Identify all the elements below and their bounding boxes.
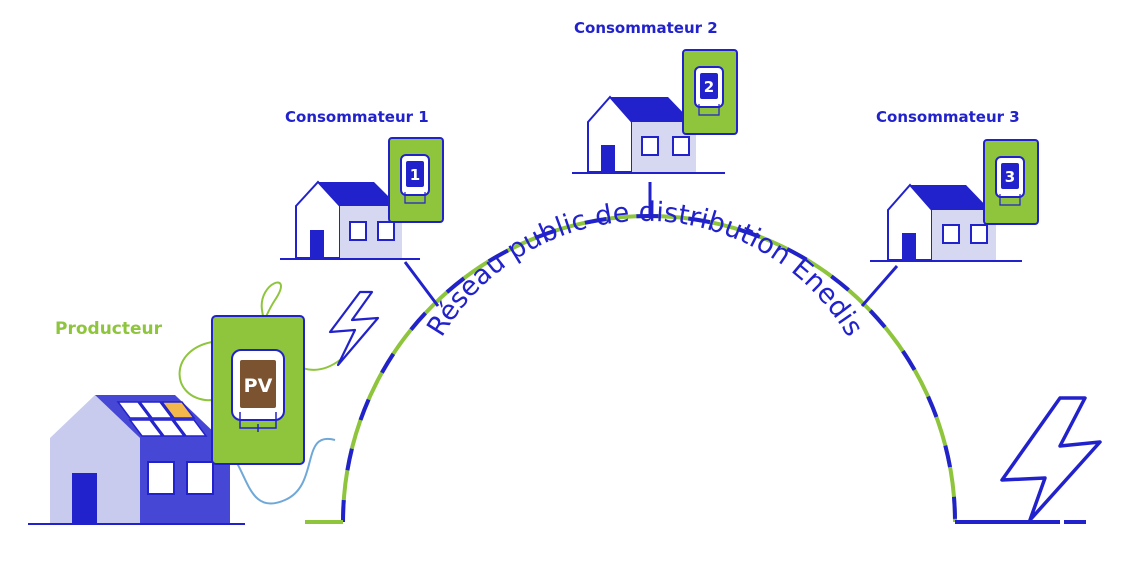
house-icon (870, 183, 1022, 262)
consumer-2-label: Consommateur 2 (574, 19, 718, 37)
consumer-3-label: Consommateur 3 (876, 108, 1020, 126)
consumer-1-meter-number: 1 (410, 166, 420, 184)
electric-meter-icon: 3 (983, 139, 1039, 225)
consumer-1-label: Consommateur 1 (285, 108, 429, 126)
consumer-3-connection (860, 265, 899, 307)
electric-meter-icon: 2 (682, 49, 738, 135)
solar-panel-icon (116, 401, 208, 437)
consumer-2-meter-number: 2 (704, 78, 714, 96)
producer-meter-text: PV (244, 375, 273, 397)
house-icon (280, 180, 420, 260)
lightning-bolt-icon (1000, 396, 1102, 522)
house-icon (572, 95, 725, 174)
consumer-3-meter-number: 3 (1005, 168, 1015, 186)
consumer-3: Consommateur 3 3 (870, 108, 1039, 262)
electric-meter-icon: 1 (388, 137, 444, 223)
producer-label: Producteur (55, 319, 163, 339)
lightning-bolt-icon (328, 290, 380, 367)
consumer-1-connection (403, 261, 440, 307)
network-label: Réseau public de distribution Enedis (421, 197, 869, 342)
producer: Producteur (28, 281, 380, 525)
producer-meter: PV (211, 315, 305, 465)
consumer-1: Consommateur 1 1 (280, 108, 444, 260)
consumer-2: Consommateur 2 2 (572, 19, 738, 174)
